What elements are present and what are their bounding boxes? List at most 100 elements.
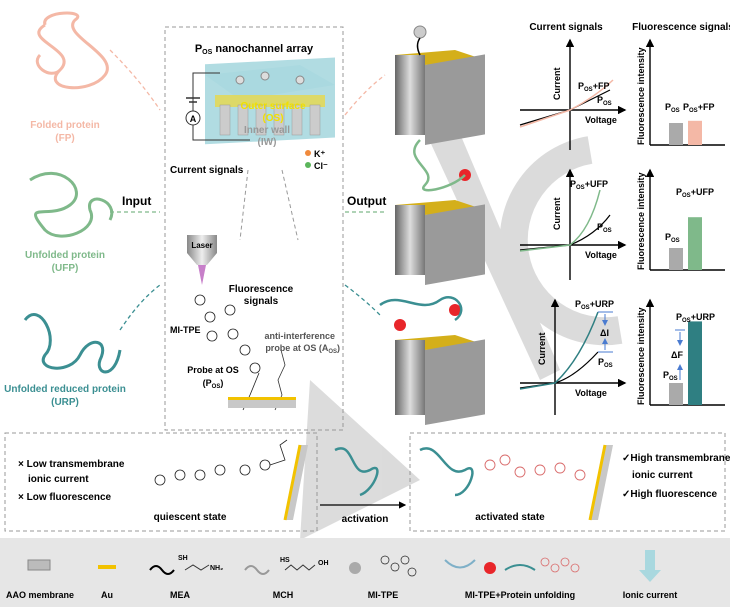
svg-text:MEA: MEA — [170, 590, 191, 600]
current-signals-label: Current signals — [170, 165, 244, 176]
activated-state-label: activated state — [475, 512, 545, 523]
quiescent-point-2: × Low fluorescence — [18, 492, 112, 503]
protein-label: Unfolded protein — [25, 250, 105, 261]
output-label: Output — [347, 194, 386, 208]
curve-label: POS+FP — [578, 81, 609, 93]
svg-text:Au: Au — [101, 590, 113, 600]
current-signals-header: Current signals — [529, 22, 603, 33]
panel-title: POS nanochannel array — [195, 43, 314, 56]
curve-label-pos: POS — [597, 95, 612, 107]
activated-point-1: ✓High transmembrane — [622, 453, 730, 464]
svg-text:Outer surface: Outer surface — [240, 101, 305, 112]
arrow-fp — [109, 49, 161, 111]
bar-pos-urp — [688, 321, 702, 405]
bar-pos — [669, 123, 683, 145]
svg-text:(OS): (OS) — [262, 113, 283, 124]
svg-text:Laser: Laser — [191, 241, 212, 250]
input-label: Input — [122, 194, 151, 208]
bar-pos — [669, 248, 683, 270]
result-row-urp: ΔI POS+URP POS Current Voltage Fluoresce… — [379, 296, 725, 425]
svg-text:Inner wall: Inner wall — [244, 125, 290, 136]
svg-text:Voltage: Voltage — [585, 250, 617, 260]
nanochannel-array: Outer surface (OS) Inner wall (IW) — [205, 57, 335, 148]
anti-interference-label: anti-interference — [264, 331, 335, 341]
fluorescence-signals-label-2: signals — [244, 296, 279, 307]
mi-tpe-molecule — [194, 294, 261, 411]
protein-abbr: (URP) — [51, 397, 79, 408]
quiescent-point-1: × Low transmembrane — [18, 459, 125, 470]
au-layer — [228, 397, 296, 400]
curve-label-pos: POS — [598, 357, 613, 369]
svg-text:MCH: MCH — [273, 590, 294, 600]
nanochannel-block — [379, 296, 485, 425]
ammeter-circuit: A — [185, 72, 250, 141]
arrow-urp — [119, 284, 161, 331]
legend-aao: AAO membrane — [6, 559, 74, 600]
quiescent-molecule — [154, 439, 288, 486]
protein-abbr: (UFP) — [52, 263, 79, 274]
bar-label-pos: POS — [665, 232, 680, 244]
activated-point-1b: ionic current — [632, 470, 693, 481]
fluorescence-signals-header: Fluorescence signals — [632, 22, 730, 33]
nanochannel-block — [395, 139, 485, 285]
legend-mi-tpe-protein: MI-TPE+Protein unfolding — [444, 557, 580, 600]
svg-text:OH: OH — [318, 560, 329, 567]
bar-label-ufp: POS+UFP — [676, 187, 714, 199]
legend-ionic-current: Ionic current — [623, 550, 678, 600]
k-ion-icon — [305, 150, 311, 156]
activated-panel — [409, 432, 726, 532]
folded-protein: Folded protein (FP) — [30, 11, 109, 144]
probe-label-2: (POS) — [203, 378, 224, 390]
background-watermark — [300, 110, 623, 540]
legend-mi-tpe: MI-TPE — [349, 555, 417, 600]
delta-i-label: ΔI — [600, 328, 609, 338]
ammeter-icon: A — [190, 114, 197, 124]
bar-pos — [669, 383, 683, 405]
bar-label-fp: POS+FP — [683, 102, 714, 114]
svg-text:(IW): (IW) — [258, 137, 277, 148]
k-ion-label: K⁺ — [314, 149, 325, 159]
probe-label: Probe at OS — [187, 365, 239, 375]
svg-text:NH₂: NH₂ — [210, 565, 223, 572]
legend-mea: SH NH₂ MEA — [149, 555, 223, 600]
legend-mch: HS OH MCH — [244, 557, 329, 600]
activated-molecule — [484, 454, 586, 481]
unfolded-reduced-protein: Unfolded reduced protein (URP) — [4, 313, 126, 408]
svg-text:Current: Current — [537, 332, 547, 365]
bar-label-urp: POS+URP — [676, 312, 715, 324]
svg-text:HS: HS — [280, 557, 290, 564]
svg-text:Current: Current — [552, 197, 562, 230]
svg-text:Voltage: Voltage — [585, 115, 617, 125]
bar-pos-fp — [688, 120, 702, 145]
laser-icon: Laser — [187, 235, 217, 285]
bar-pos-ufp — [688, 217, 702, 270]
quiescent-point-1b: ionic current — [28, 474, 89, 485]
activation-label: activation — [342, 514, 389, 525]
center-panel — [164, 26, 344, 431]
svg-text:Current: Current — [552, 67, 562, 100]
cl-ion-label: Cl⁻ — [314, 161, 328, 171]
curve-label-pos: POS — [597, 222, 612, 234]
nanochannel-block — [395, 25, 485, 145]
svg-text:AAO membrane: AAO membrane — [6, 590, 74, 600]
svg-text:MI-TPE: MI-TPE — [368, 590, 399, 600]
protein-label: Folded protein — [30, 120, 99, 131]
substrate — [228, 400, 296, 408]
svg-text:Fluorescence intensity: Fluorescence intensity — [636, 47, 646, 145]
curve-label: POS+UFP — [570, 179, 608, 191]
svg-text:MI-TPE+Protein unfolding: MI-TPE+Protein unfolding — [465, 590, 575, 600]
legend-au: Au — [98, 565, 116, 600]
svg-text:Ionic current: Ionic current — [623, 590, 678, 600]
fluorescence-signals-label: Fluorescence — [229, 284, 294, 295]
cl-ion-icon — [305, 162, 311, 168]
unfolded-protein: Unfolded protein (UFP) — [25, 171, 114, 274]
result-row-ufp: POS+UFP POS Current Voltage Fluorescence… — [395, 139, 725, 285]
activated-point-2: ✓High fluorescence — [622, 489, 718, 500]
protein-abbr: (FP) — [55, 133, 74, 144]
quiescent-state-label: quiescent state — [154, 512, 227, 523]
anti-interference-label-2: probe at OS (AOS) — [265, 343, 340, 355]
svg-text:Voltage: Voltage — [575, 388, 607, 398]
svg-text:SH: SH — [178, 555, 188, 562]
protein-icon — [334, 447, 379, 497]
